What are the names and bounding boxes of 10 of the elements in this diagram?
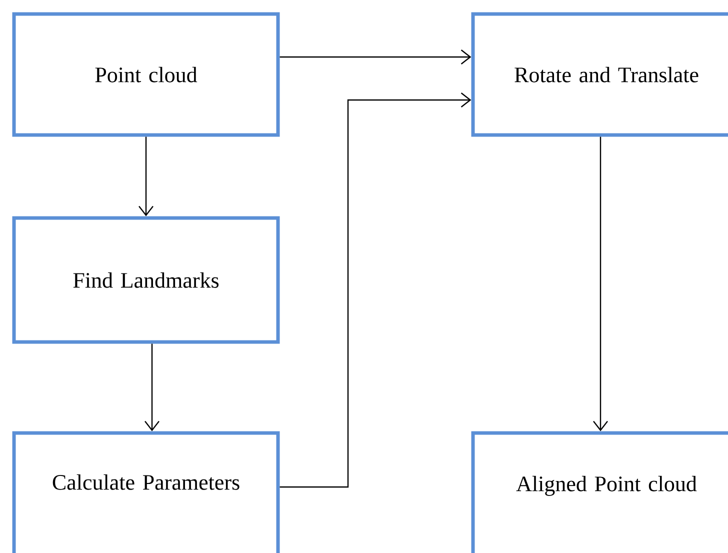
process-box: Find Landmarks (12, 216, 280, 344)
process-box: Aligned Point cloud (471, 431, 728, 553)
arrow (138, 136, 154, 216)
arrow (280, 50, 472, 64)
process-box: Rotate and Translate (471, 12, 728, 137)
arrow (280, 92, 472, 488)
process-box: Calculate Parameters (12, 431, 280, 553)
arrow (593, 136, 608, 432)
process-box: Point cloud (12, 12, 280, 137)
arrow (144, 344, 160, 432)
